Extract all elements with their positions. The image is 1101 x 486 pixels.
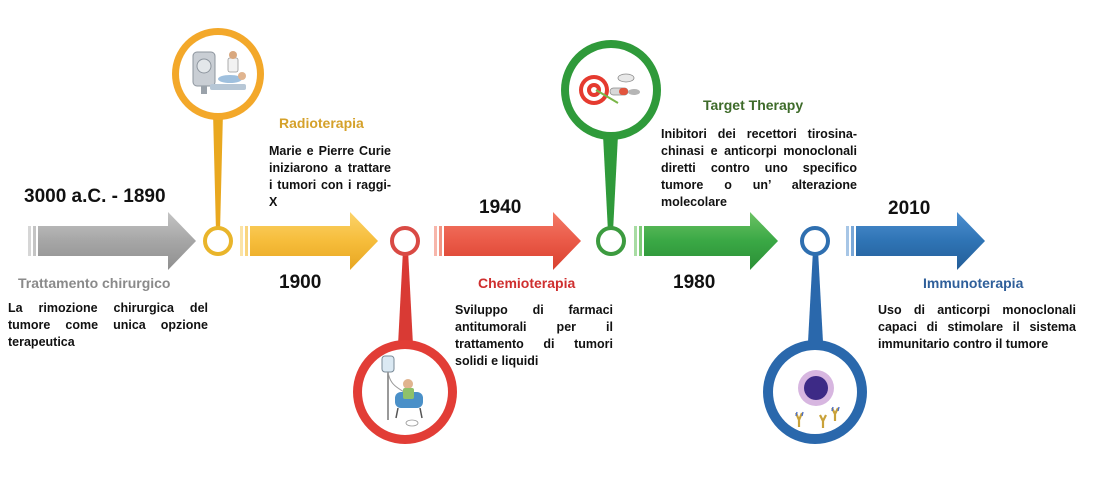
arrow-radioterapia: [240, 212, 378, 270]
arrow-immunoterapia: [846, 212, 985, 270]
desc-target-therapy: Inibitori dei recettori tirosina- chinas…: [661, 127, 857, 209]
connector-immunoterapia: [800, 226, 830, 342]
desc-radioterapia: Marie e Pierre Curie iniziarono a tratta…: [269, 144, 391, 209]
desc-immunoterapia: Uso di anticorpi monoclonali capaci di s…: [878, 303, 1076, 351]
desc-chemioterapia: Sviluppo di farmaci antitumorali per il …: [455, 303, 613, 368]
connector-chemioterapia: [390, 226, 420, 345]
title-target-therapy: Target Therapy: [703, 97, 804, 113]
title-radioterapia: Radioterapia: [279, 115, 364, 131]
radiotherapy-machine-icon: [172, 28, 264, 120]
title-immunoterapia: Immunoterapia: [923, 275, 1024, 291]
title-trattamento-chirurgico: Trattamento chirurgico: [18, 275, 171, 291]
year-1940: 1940: [479, 197, 522, 218]
connector-radioterapia: [203, 112, 233, 256]
target-pills-icon: [561, 40, 661, 140]
year-1900: 1900: [279, 272, 322, 293]
year-3000ac-1890: 3000 a.C. - 1890: [24, 186, 166, 207]
desc-trattamento-chirurgico: La rimozione chirurgica del tumore come …: [8, 301, 208, 349]
year-2010: 2010: [888, 198, 931, 219]
connector-target-therapy: [596, 135, 626, 256]
immune-cell-antibodies-icon: [763, 340, 867, 444]
title-chemioterapia: Chemioterapia: [478, 275, 576, 291]
arrow-target-therapy: [634, 212, 778, 270]
arrow-chemioterapia: [434, 212, 581, 270]
iv-drip-patient-icon: [353, 340, 457, 444]
arrow-trattamento-chirurgico: [28, 212, 196, 270]
year-1980: 1980: [673, 272, 716, 293]
